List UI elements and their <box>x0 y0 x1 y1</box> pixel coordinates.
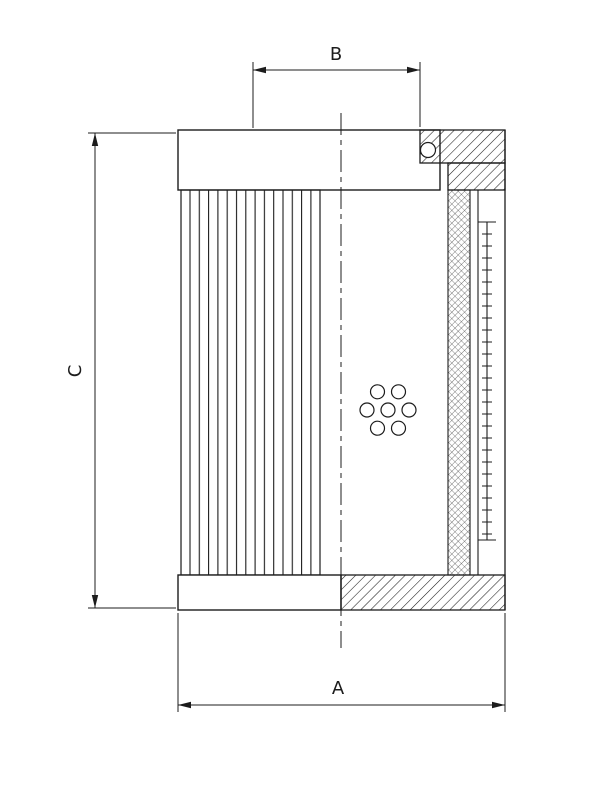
pleated-media <box>180 189 321 576</box>
filter-element-view <box>177 113 506 648</box>
dim-c-arrow-top <box>91 133 99 146</box>
dim-label-a: A <box>332 678 345 699</box>
top-end-cap-section-lower <box>447 162 506 191</box>
support-core <box>478 221 496 541</box>
top-end-cap <box>177 129 441 191</box>
bottom-end-cap <box>177 574 342 611</box>
perforation-hole <box>401 402 417 418</box>
perforation-hole <box>390 384 407 400</box>
perforation-hole <box>369 420 386 436</box>
support-core-ticks <box>482 226 492 536</box>
perforation-hole <box>369 384 386 400</box>
perforation-hole <box>359 402 375 418</box>
perforation-holes <box>359 384 417 436</box>
dim-b-arrow-right <box>407 66 420 74</box>
dimension-b: B <box>252 44 421 128</box>
dim-a-arrow-left <box>178 701 191 709</box>
dim-label-c: C <box>65 365 86 378</box>
dim-c-arrow-bottom <box>91 595 99 608</box>
dimension-c: C <box>65 132 176 609</box>
perforation-hole <box>390 420 407 436</box>
o-ring-seal <box>419 141 437 159</box>
perforation-hole <box>380 402 396 418</box>
bottom-end-cap-section <box>340 574 506 611</box>
dim-a-arrow-right <box>492 701 505 709</box>
dim-b-arrow-left <box>253 66 266 74</box>
dim-label-b: B <box>330 44 342 65</box>
outer-wire-mesh <box>447 189 471 576</box>
dimension-a: A <box>177 613 506 712</box>
